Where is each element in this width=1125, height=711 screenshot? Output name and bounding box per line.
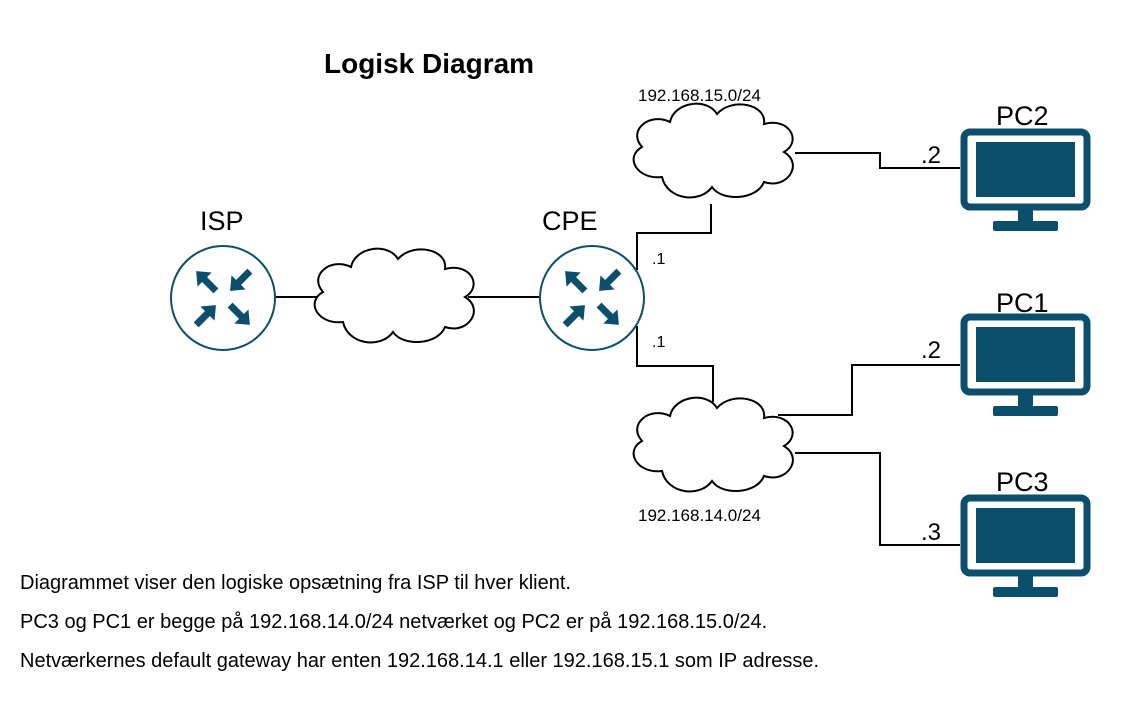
cpe-label: CPE: [542, 206, 598, 236]
cloud-icon: [632, 102, 794, 199]
pc3-label: PC3: [996, 467, 1049, 497]
pc1-label: PC1: [996, 288, 1049, 318]
pc3: PC3 .3: [921, 467, 1091, 597]
pc2-label: PC2: [996, 101, 1049, 131]
cpe-lower-address: .1: [652, 334, 665, 351]
lower-network-label: 192.168.14.0/24: [638, 506, 761, 525]
pc2: PC2 .2: [921, 101, 1091, 231]
link-cpe-lower-network: [636, 326, 714, 402]
lower-network: 192.168.14.0/24: [632, 396, 794, 525]
router-icon: [170, 245, 276, 351]
pc1: PC1 .2: [921, 288, 1091, 416]
upper-network-label: 192.168.15.0/24: [638, 86, 761, 105]
description-line: Diagrammet viser den logiske opsætning f…: [20, 572, 571, 594]
monitor-icon: [960, 494, 1091, 597]
description-line: PC3 og PC1 er begge på 192.168.14.0/24 n…: [20, 611, 768, 633]
monitor-icon: [960, 313, 1091, 416]
cloud-icon: [632, 396, 794, 493]
router-icon: [539, 245, 645, 351]
upper-network: 192.168.15.0/24: [632, 86, 794, 199]
pc2-address: .2: [921, 142, 941, 169]
cpe-upper-address: .1: [652, 251, 665, 268]
link-lower-network-pc3: [795, 452, 960, 546]
link-lower-network-pc1: [778, 364, 960, 416]
cloud-icon: [313, 247, 475, 344]
link-upper-network-pc2: [795, 152, 960, 169]
pc1-address: .2: [921, 337, 941, 364]
links: [276, 152, 960, 546]
monitor-icon: [960, 128, 1091, 231]
isp-label: ISP: [200, 206, 244, 236]
diagram-title: Logisk Diagram: [324, 48, 534, 79]
link-cpe-upper-network: [636, 204, 712, 270]
cpe-router: CPE: [539, 206, 645, 351]
description-line: Netværkernes default gateway har enten 1…: [20, 650, 820, 672]
pc3-address: .3: [921, 519, 941, 546]
isp-router: ISP: [170, 206, 276, 351]
